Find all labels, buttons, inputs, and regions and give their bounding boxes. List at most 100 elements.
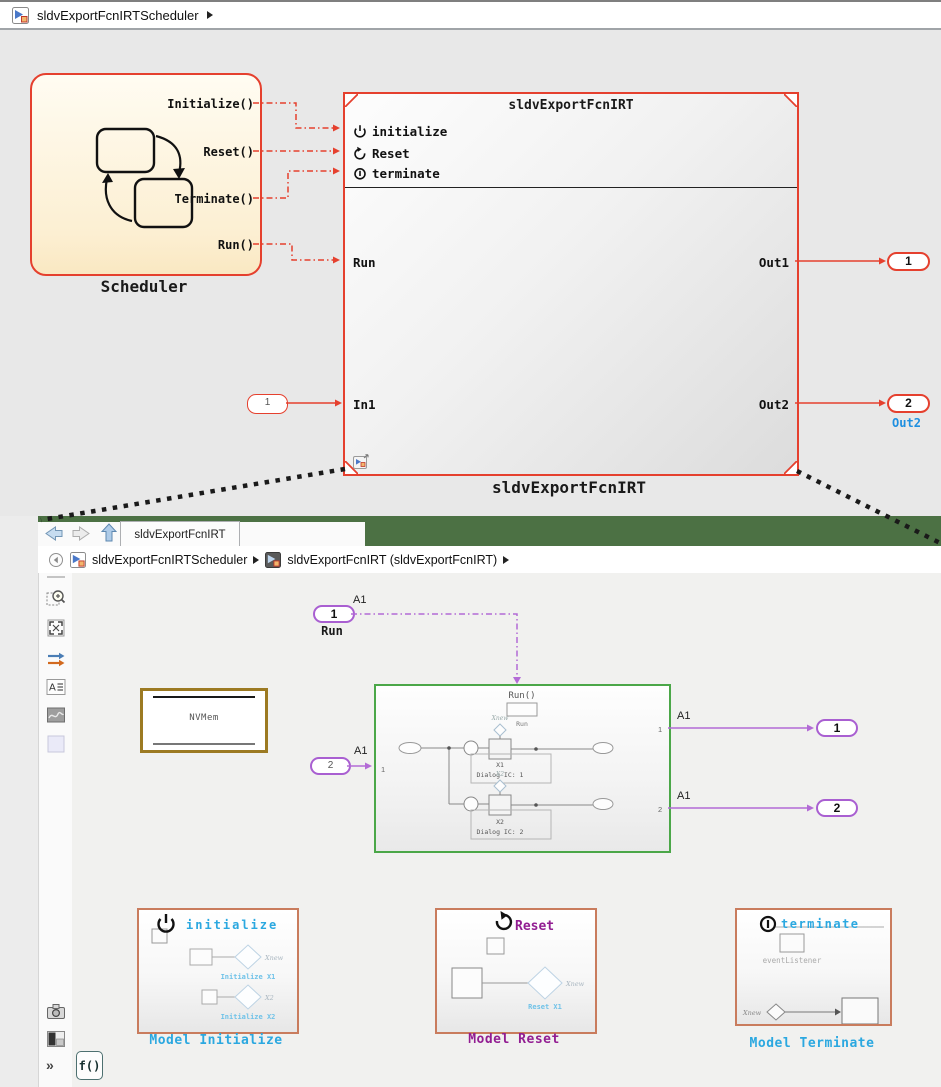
outport2-block[interactable]: 2 [887,394,930,413]
svg-text:X2: X2 [495,771,504,778]
irt-caption: sldvExportFcnIRT [491,478,647,497]
corner-mark-icon [784,94,797,107]
scheduler-chart-block[interactable]: Initialize() Reset() Terminate() Run() [30,73,262,276]
forward-button[interactable] [72,526,90,541]
scheduler-caption: Scheduler [100,277,188,296]
terminate-icon [354,167,366,180]
svg-text:Xnew: Xnew [742,1009,762,1017]
svg-text:X1: X1 [496,761,504,769]
state-diagram-icon [95,127,194,229]
up-to-parent-button[interactable] [101,523,117,542]
editor-palette: A » [38,573,74,1087]
model-reset-preview: Xnew Reset X1 [451,911,585,1011]
svg-text:1: 1 [381,765,385,774]
back-button[interactable] [45,526,63,541]
nvmem-block[interactable]: NVMem [140,688,268,753]
svg-text:Run(): Run() [508,691,535,701]
breadcrumb-item-irt[interactable]: sldvExportFcnIRT (sldvExportFcnIRT) [287,553,498,567]
panel-layout-icon[interactable] [46,1029,66,1049]
svg-text:Xnew: Xnew [565,980,585,988]
expand-palette-button[interactable]: » [46,1057,54,1073]
svg-text:Dialog IC: 1: Dialog IC: 1 [477,771,524,779]
simulink-model-icon [12,6,29,24]
event-port-terminate[interactable]: terminate [353,165,440,181]
breadcrumb-item-scheduler[interactable]: sldvExportFcnIRTScheduler [92,553,248,567]
hide-explorer-bar-button[interactable] [48,552,64,568]
zoom-region-icon[interactable] [46,588,66,608]
palette-divider [47,576,65,578]
corner-mark-icon [345,461,358,474]
model-initialize-block[interactable]: Xnew Initialize X1 X2 Initialize X2 init… [137,908,299,1034]
initialize-header: initialize [186,918,279,932]
reset-icon [354,146,366,160]
run-subsystem-block[interactable]: Run() Run Xnew X1 Dialog IC: 1 X2 X2 Dia… [374,684,671,853]
svg-text:X2: X2 [496,818,504,826]
svg-text:Initialize X2: Initialize X2 [221,1013,276,1021]
outportB1-block[interactable]: 1 [816,719,858,737]
event-port-initialize[interactable]: initialize [353,123,447,139]
out2-outport-label: Out2 [758,397,789,412]
chart-output-run: Run() [217,238,254,252]
fit-to-view-icon[interactable] [46,618,66,638]
image-viewer-icon[interactable] [46,705,66,725]
inport2-block[interactable]: 2 [310,757,351,775]
sldvExportFcnIRT-block[interactable]: sldvExportFcnIRT initialize Reset termin… [343,92,799,476]
nvmem-bottom-line [153,743,255,745]
area-box-icon[interactable] [46,734,66,754]
inport2-signal-label: A1 [354,745,368,757]
nvmem-label: NVMem [189,713,219,723]
model-breadcrumb-item[interactable]: sldvExportFcnIRTScheduler [37,7,199,23]
run-inport-caption: Run [321,624,343,638]
breadcrumb-caret-icon[interactable] [206,11,213,19]
svg-text:X2: X2 [264,994,274,1002]
event-port-reset[interactable]: Reset [353,145,410,161]
simulink-model-icon [70,552,86,568]
svg-text:2: 2 [658,805,662,814]
irt-block-title: sldvExportFcnIRT [508,98,634,113]
tab-bar-filler [365,522,941,546]
chart-output-initialize: Initialize() [167,97,254,111]
svg-text:Xnew: Xnew [264,954,284,962]
breadcrumb-caret-icon[interactable] [503,556,510,564]
chart-output-terminate: Terminate() [174,192,254,206]
camera-icon[interactable] [46,1001,66,1021]
model-reset-caption: Model Reset [468,1032,560,1047]
run-inport-block[interactable]: 1 [313,605,355,623]
function-badge[interactable]: f() [76,1051,103,1080]
nvmem-top-line [153,696,255,698]
port-separator-line [345,187,797,188]
svg-text:Reset X1: Reset X1 [528,1003,562,1011]
annotation-icon[interactable]: A [46,677,66,697]
outport1-block[interactable]: 1 [887,252,930,271]
power-icon [354,124,366,138]
outport2-signal-label: Out2 [892,416,921,430]
in1-inport-label: In1 [353,397,376,412]
svg-text:A: A [49,683,56,694]
subsystem-badge-icon[interactable] [353,454,370,469]
svg-text:Xnew: Xnew [491,715,510,722]
chart-output-reset: Reset() [203,145,254,159]
inport1-block[interactable]: 1 [247,394,288,414]
model-terminate-block[interactable]: eventListener Xnew terminate [735,908,892,1026]
model-terminate-preview: eventListener Xnew [742,915,884,1024]
model-reset-block[interactable]: Xnew Reset X1 Reset [435,908,597,1034]
svg-text:eventListener: eventListener [763,956,822,965]
window-top-edge [38,516,941,522]
corner-mark-icon [345,94,358,107]
breadcrumb: sldvExportFcnIRTScheduler sldvExportFcnI… [70,549,510,571]
reset-header: Reset [515,919,555,934]
out2-signal-label: A1 [677,790,691,802]
svg-text:1: 1 [658,725,662,734]
breadcrumb-caret-icon[interactable] [253,556,260,564]
update-diagram-arrows-icon[interactable] [46,649,66,669]
tab-sldvExportFcnIRT[interactable]: sldvExportFcnIRT [120,521,240,547]
current-system-icon [265,552,282,568]
terminate-header: terminate [781,917,860,931]
out1-outport-label: Out1 [758,255,789,270]
svg-text:Initialize X1: Initialize X1 [221,973,276,981]
run-inport-label: Run [353,255,376,270]
corner-mark-icon [784,461,797,474]
svg-text:Dialog IC: 2: Dialog IC: 2 [477,828,524,836]
run-signal-label: A1 [353,594,367,606]
outportB2-block[interactable]: 2 [816,799,858,817]
